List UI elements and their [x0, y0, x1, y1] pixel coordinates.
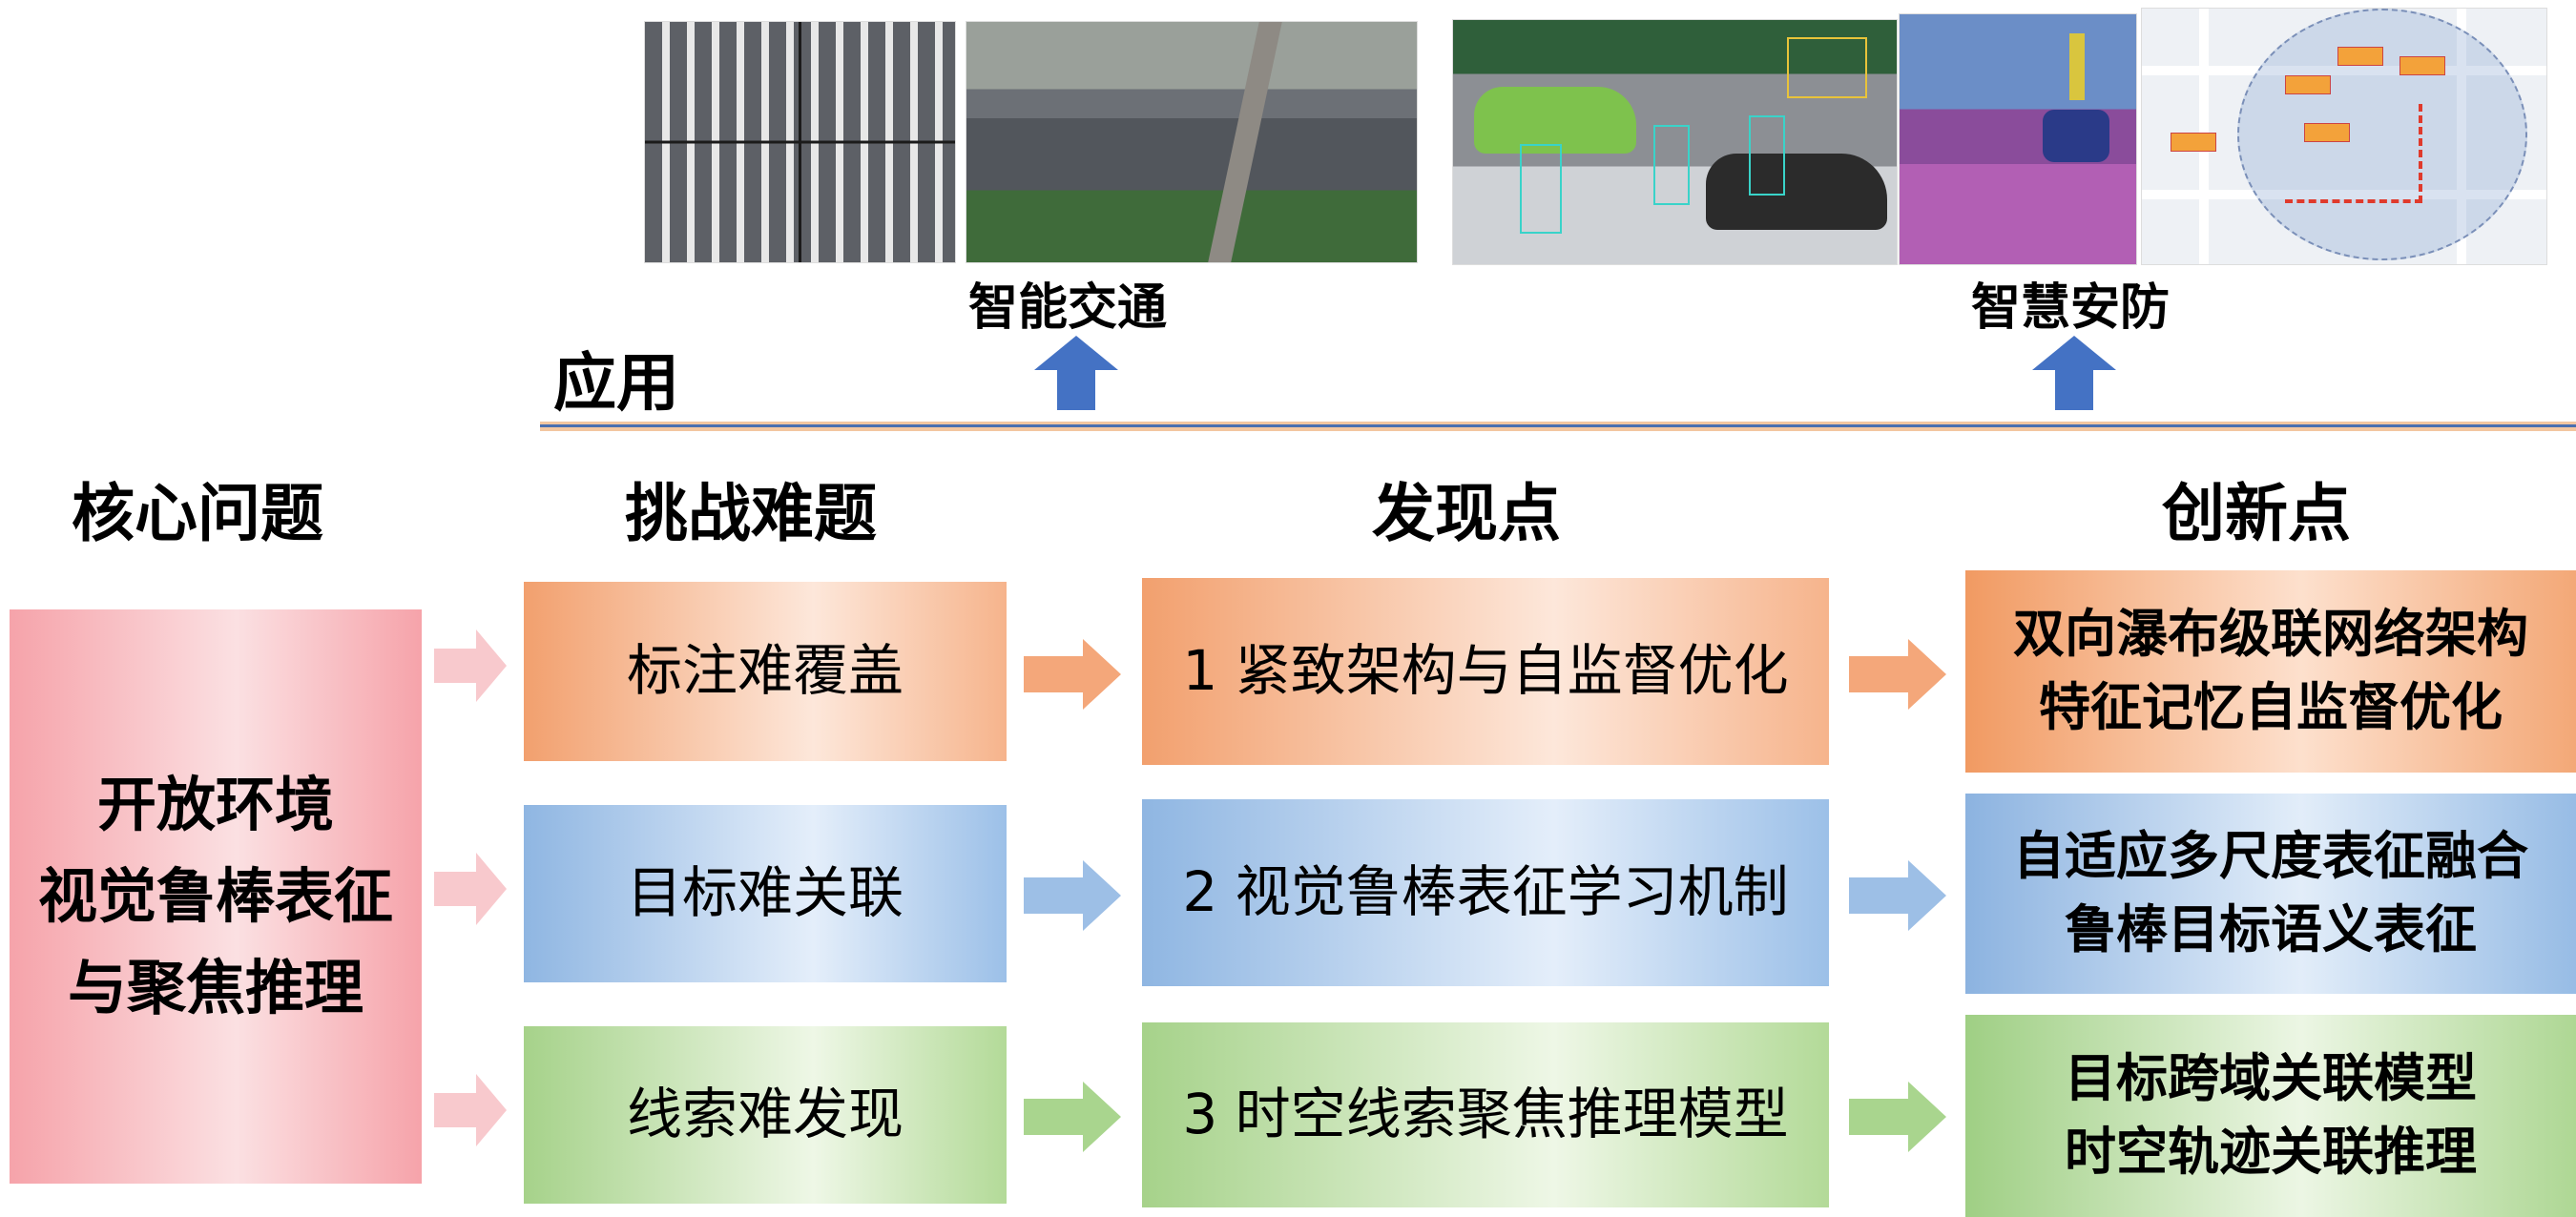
innovation-box-2: 自适应多尺度表征融合 鲁棒目标语义表征 [1965, 794, 2576, 994]
challenge-text-3: 线索难发现 [626, 1082, 904, 1147]
arrow-core-to-challenge-1 [434, 629, 507, 702]
discovery-box-3: 3 时空线索聚焦推理模型 [1142, 1022, 1829, 1207]
traffic-intersection-photo [644, 21, 956, 263]
arrow-discovery-to-innovation-3 [1849, 1082, 1946, 1152]
innovation-2-line-2: 鲁棒目标语义表征 [2065, 899, 2477, 959]
arrow-challenge-to-discovery-3 [1024, 1082, 1121, 1152]
challenge-box-3: 线索难发现 [524, 1026, 1007, 1204]
arrow-core-to-challenge-2 [434, 853, 507, 925]
application-divider [540, 422, 2576, 431]
core-problem-line-1: 开放环境 [96, 769, 334, 839]
challenge-text-1: 标注难覆盖 [626, 638, 904, 704]
discovery-text-3: 3 时空线索聚焦推理模型 [1182, 1082, 1789, 1147]
header-innovations: 创新点 [2162, 477, 2351, 550]
app-label-smart-security: 智慧安防 [1971, 279, 2171, 337]
core-problem-line-2: 视觉鲁棒表征 [37, 860, 393, 931]
arrow-challenge-to-discovery-1 [1024, 639, 1121, 710]
innovation-3-line-2: 时空轨迹关联推理 [2065, 1122, 2477, 1182]
discovery-text-1: 1 紧致架构与自监督优化 [1182, 638, 1789, 704]
core-problem-line-3: 与聚焦推理 [67, 953, 364, 1023]
trajectory-map-image [2141, 8, 2547, 265]
traffic-aerial-photo [966, 21, 1418, 263]
challenge-text-2: 目标难关联 [626, 860, 904, 926]
challenge-box-2: 目标难关联 [524, 805, 1007, 982]
innovation-1-line-1: 双向瀑布级联网络架构 [2013, 604, 2528, 665]
up-arrow-security [2032, 336, 2116, 410]
header-challenges: 挑战难题 [625, 477, 877, 550]
arrow-core-to-challenge-3 [434, 1074, 507, 1146]
discovery-box-1: 1 紧致架构与自监督优化 [1142, 578, 1829, 765]
header-discoveries: 发现点 [1372, 477, 1561, 550]
application-label: 应用 [553, 346, 679, 420]
up-arrow-traffic [1034, 336, 1118, 410]
arrow-discovery-to-innovation-1 [1849, 639, 1946, 710]
app-label-intelligent-traffic: 智能交通 [968, 279, 1168, 337]
security-segmentation-photo [1899, 13, 2137, 265]
core-problem-box: 开放环境 视觉鲁棒表征 与聚焦推理 [10, 609, 422, 1184]
security-detection-photo [1452, 19, 1898, 265]
arrow-discovery-to-innovation-2 [1849, 860, 1946, 931]
header-core-problem: 核心问题 [72, 477, 323, 550]
discovery-text-2: 2 视觉鲁棒表征学习机制 [1182, 859, 1789, 925]
innovation-3-line-1: 目标跨域关联模型 [2065, 1048, 2477, 1109]
innovation-box-1: 双向瀑布级联网络架构 特征记忆自监督优化 [1965, 570, 2576, 773]
innovation-2-line-1: 自适应多尺度表征融合 [2013, 826, 2528, 887]
innovation-box-3: 目标跨域关联模型 时空轨迹关联推理 [1965, 1015, 2576, 1217]
discovery-box-2: 2 视觉鲁棒表征学习机制 [1142, 799, 1829, 986]
challenge-box-1: 标注难覆盖 [524, 582, 1007, 761]
arrow-challenge-to-discovery-2 [1024, 860, 1121, 931]
innovation-1-line-2: 特征记忆自监督优化 [2039, 677, 2503, 737]
